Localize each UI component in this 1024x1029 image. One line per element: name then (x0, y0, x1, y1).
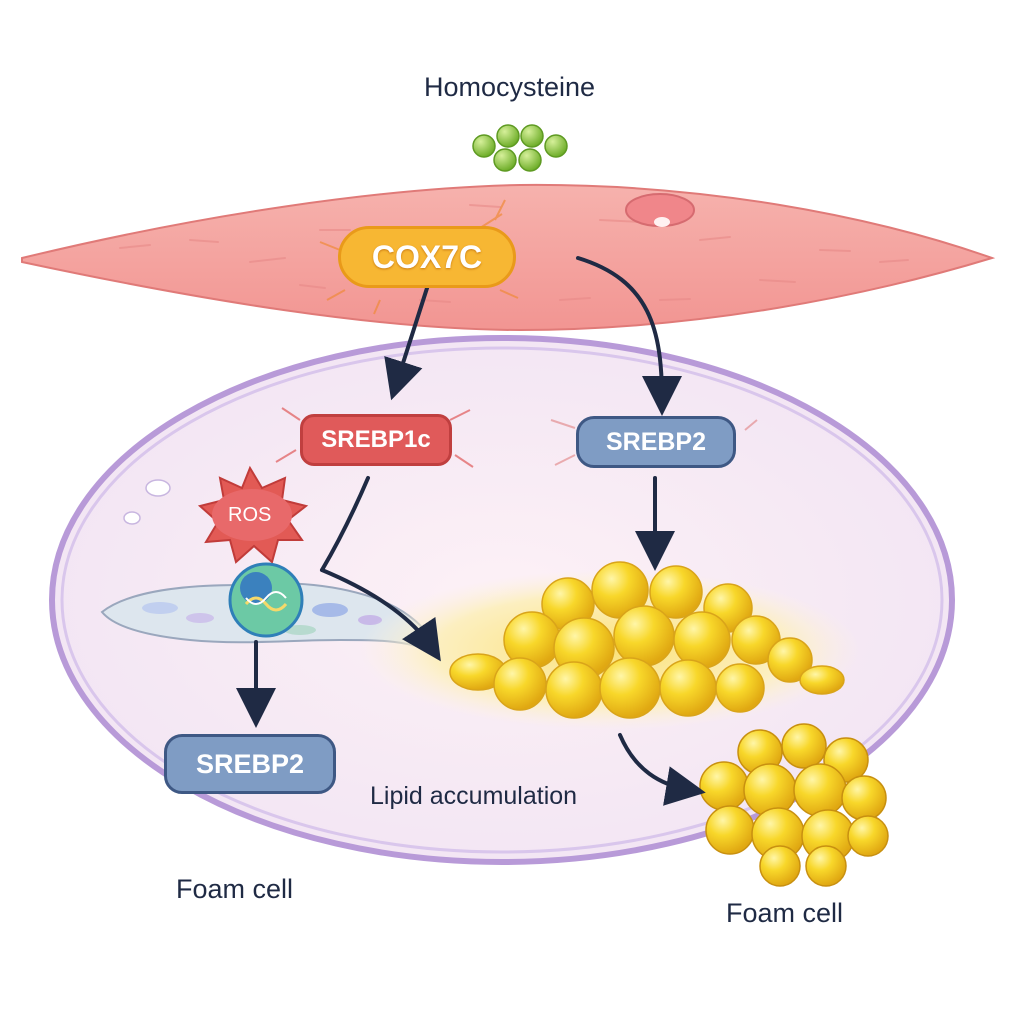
cox7c-splatter (319, 199, 519, 315)
dna-icon (244, 596, 288, 612)
vesicle-icon (123, 511, 141, 525)
homocysteine-molecules (472, 124, 568, 172)
lesion-core-icon (654, 217, 670, 227)
foam-cell-right-label: Foam cell (726, 898, 844, 928)
cox7c-box: COX7C (338, 226, 516, 288)
foam-cell-right-icon (699, 723, 889, 887)
lipid-accumulation-label: Lipid accumulation (370, 782, 578, 810)
srebp1c-splatter (275, 407, 474, 468)
dna-strand (245, 591, 287, 605)
homocysteine-label: Homocysteine (424, 72, 596, 102)
srebp2-right-box: SREBP2 (576, 416, 736, 468)
srebp2-left-box: SREBP2 (164, 734, 336, 794)
arrow-organelle-to-lipid (320, 568, 441, 662)
ros-body (212, 489, 292, 541)
srebp1c-box: SREBP1c (300, 414, 452, 466)
nucleus-highlight (240, 572, 272, 604)
arrow-cox7c-to-srebp1c (384, 283, 430, 401)
ros-label: ROS (228, 504, 272, 526)
arrow-srebp1c-to-organelle (320, 476, 370, 572)
lipid-droplets (449, 561, 845, 719)
arrow-lipid-to-foam-cell (618, 733, 706, 806)
arrow-cox7c-to-srebp2 (576, 256, 682, 416)
vesicle-icon (145, 479, 171, 497)
foam-cell-left-label: Foam cell (176, 874, 294, 904)
srebp2-splatter (550, 419, 758, 466)
cell-membrane-inner (60, 346, 944, 854)
